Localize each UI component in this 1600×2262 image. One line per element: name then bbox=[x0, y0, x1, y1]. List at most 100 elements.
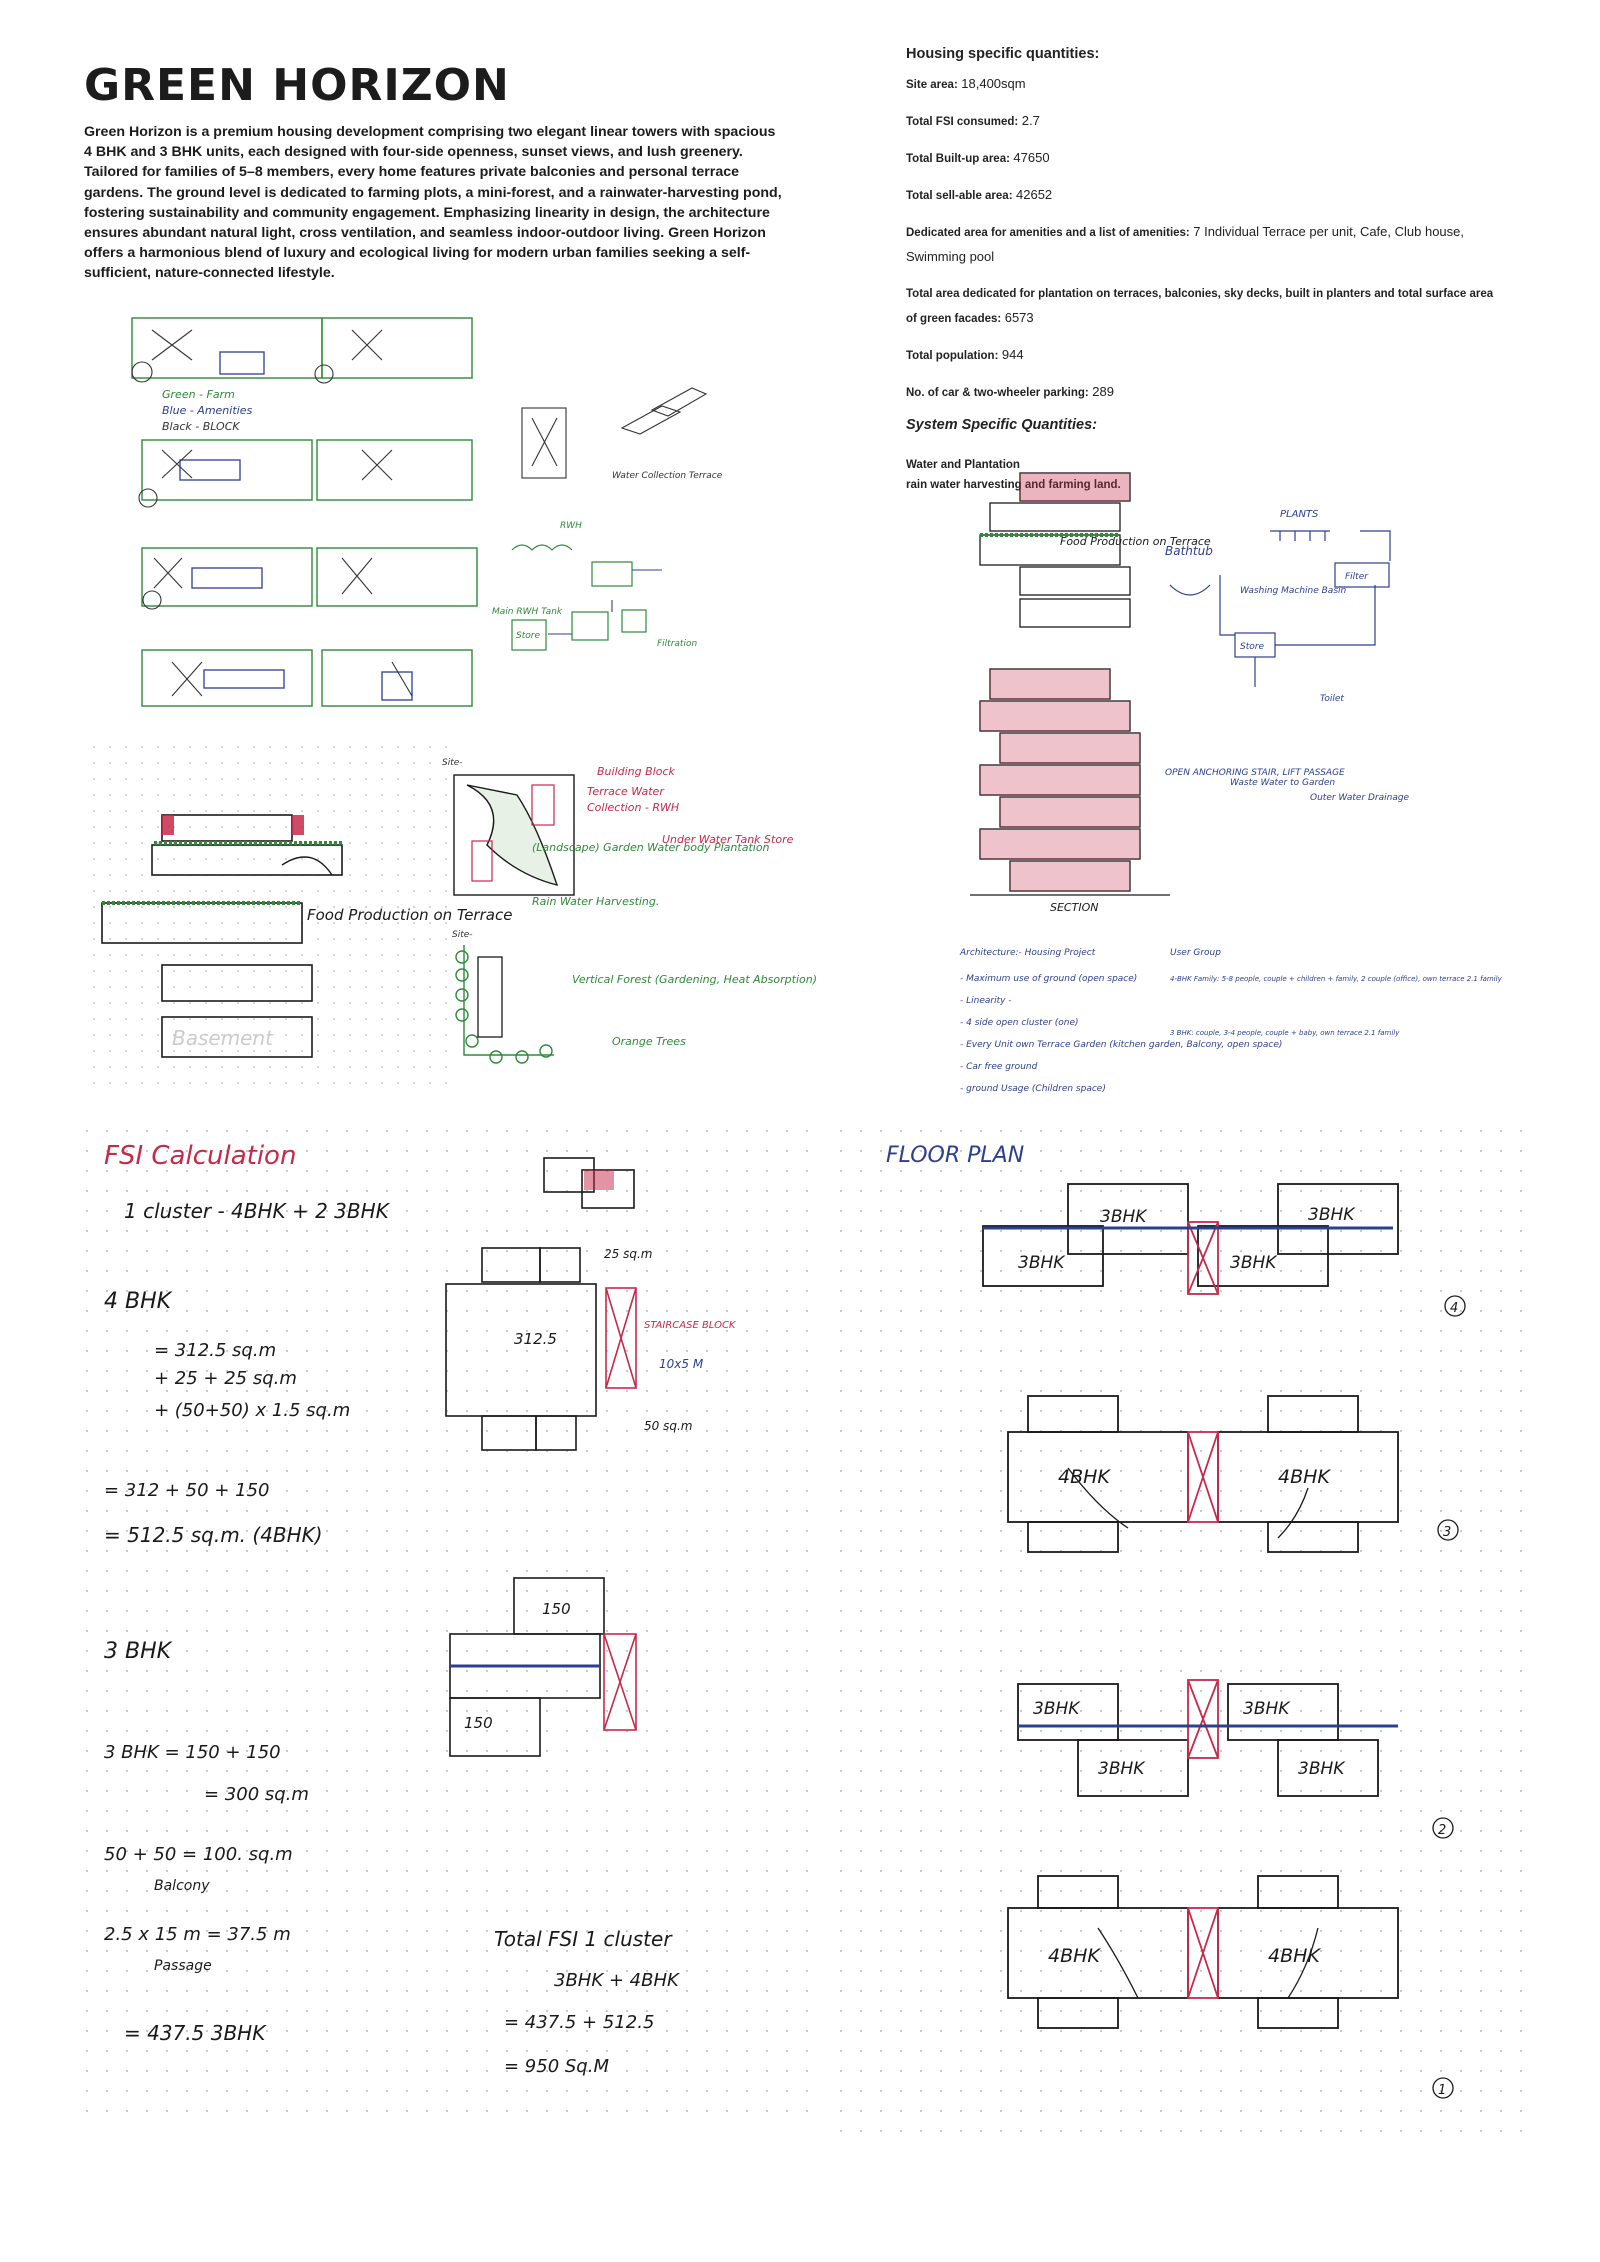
svg-text:4 BHK: 4 BHK bbox=[104, 1289, 173, 1314]
svg-text:Outer Water Drainage: Outer Water Drainage bbox=[1310, 793, 1410, 803]
svg-text:4BHK: 4BHK bbox=[1268, 1945, 1321, 1967]
svg-text:Under Water Tank Store: Under Water Tank Store bbox=[662, 833, 794, 846]
qty-sellable: Total sell-able area: 42652 bbox=[906, 187, 1053, 202]
svg-text:Passage: Passage bbox=[154, 1958, 212, 1974]
page-title: GREEN HORIZON bbox=[84, 60, 510, 111]
svg-text:4BHK: 4BHK bbox=[1278, 1466, 1331, 1488]
svg-text:= 312 + 50 + 150: = 312 + 50 + 150 bbox=[104, 1480, 269, 1501]
svg-text:- Linearity -: - Linearity - bbox=[960, 996, 1012, 1006]
svg-text:= 312.5 sq.m: = 312.5 sq.m bbox=[154, 1340, 276, 1361]
svg-text:- Every Unit own Terrace Garde: - Every Unit own Terrace Garden (kitchen… bbox=[960, 1040, 1282, 1050]
svg-text:2: 2 bbox=[1438, 1823, 1446, 1838]
svg-text:1 cluster - 4BHK + 2 3BHK: 1 cluster - 4BHK + 2 3BHK bbox=[124, 1199, 391, 1223]
svg-text:3BHK: 3BHK bbox=[1243, 1699, 1291, 1719]
svg-text:- 4 side open cluster (one): - 4 side open cluster (one) bbox=[960, 1018, 1079, 1028]
svg-text:4BHK: 4BHK bbox=[1058, 1466, 1111, 1488]
svg-text:Bathtub: Bathtub bbox=[1165, 544, 1213, 558]
svg-text:Building Block: Building Block bbox=[597, 765, 676, 778]
svg-text:+ (50+50) x 1.5 sq.m: + (50+50) x 1.5 sq.m bbox=[154, 1400, 350, 1421]
svg-text:25 sq.m: 25 sq.m bbox=[604, 1247, 652, 1261]
qty-fsi: Total FSI consumed: 2.7 bbox=[906, 113, 1040, 128]
svg-text:Vertical Forest (Gardening, He: Vertical Forest (Gardening, Heat Absorpt… bbox=[572, 973, 817, 986]
qty-site-area: Site area: 18,400sqm bbox=[906, 76, 1026, 91]
svg-text:50 sq.m: 50 sq.m bbox=[644, 1419, 692, 1433]
svg-text:Collection - RWH: Collection - RWH bbox=[587, 801, 679, 814]
svg-text:Black - BLOCK: Black - BLOCK bbox=[162, 420, 240, 433]
svg-text:Water Collection Terrace: Water Collection Terrace bbox=[612, 471, 723, 481]
fsi-calculation-sheet: FSI Calculation 1 cluster - 4BHK + 2 3BH… bbox=[84, 1128, 814, 2128]
svg-text:3BHK: 3BHK bbox=[1298, 1759, 1346, 1779]
svg-text:3 BHK = 150 + 150: 3 BHK = 150 + 150 bbox=[104, 1742, 281, 1763]
svg-text:Blue - Amenities: Blue - Amenities bbox=[162, 404, 252, 417]
svg-text:2.5 x 15 m = 37.5 m: 2.5 x 15 m = 37.5 m bbox=[104, 1924, 291, 1945]
svg-text:= 950 Sq.M: = 950 Sq.M bbox=[504, 2056, 609, 2077]
svg-text:3 BHK: 3 BHK bbox=[104, 1639, 173, 1664]
svg-text:3BHK: 3BHK bbox=[1033, 1699, 1081, 1719]
svg-text:3BHK + 4BHK: 3BHK + 4BHK bbox=[554, 1970, 680, 1991]
qty-amenities: Dedicated area for amenities and a list … bbox=[906, 224, 1465, 264]
svg-text:RWH: RWH bbox=[560, 521, 582, 531]
svg-text:4-BHK Family: 5-8 people, coup: 4-BHK Family: 5-8 people, couple + child… bbox=[1170, 975, 1503, 983]
quantities-panel: Housing specific quantities: Site area: … bbox=[906, 46, 1506, 499]
svg-text:3BHK: 3BHK bbox=[1230, 1253, 1278, 1273]
intro-paragraph: Green Horizon is a premium housing devel… bbox=[84, 124, 782, 282]
sketch-site-layouts: Green - Farm Blue - Amenities Black - BL… bbox=[92, 300, 732, 730]
svg-text:= 300 sq.m: = 300 sq.m bbox=[204, 1784, 309, 1805]
site-layouts-drawing: Green - Farm Blue - Amenities Black - BL… bbox=[131, 317, 723, 707]
svg-text:Food Production on Terrace: Food Production on Terrace bbox=[307, 906, 512, 924]
svg-text:1: 1 bbox=[1438, 2083, 1446, 2098]
svg-text:OPEN ANCHORING STAIR, LIFT PAS: OPEN ANCHORING STAIR, LIFT PASSAGE bbox=[1165, 768, 1345, 778]
water-text: rain water harvesting and farming land. bbox=[906, 479, 1121, 491]
svg-text:FSI Calculation: FSI Calculation bbox=[104, 1141, 296, 1171]
qty-builtup: Total Built-up area: 47650 bbox=[906, 150, 1050, 165]
svg-text:- ground Usage (Children space: - ground Usage (Children space) bbox=[960, 1084, 1106, 1094]
svg-text:Orange Trees: Orange Trees bbox=[612, 1035, 686, 1048]
svg-text:4: 4 bbox=[1450, 1301, 1458, 1316]
floor-plan-drawing: FLOOR PLAN bbox=[838, 1128, 1528, 2148]
svg-text:= 437.5 3BHK: = 437.5 3BHK bbox=[124, 2021, 267, 2045]
svg-text:Store: Store bbox=[1240, 642, 1264, 652]
floor-plan-sheet: FLOOR PLAN bbox=[838, 1128, 1528, 2148]
system-heading: System Specific Quantities: bbox=[906, 417, 1097, 433]
svg-text:= 437.5 + 512.5: = 437.5 + 512.5 bbox=[504, 2012, 654, 2033]
section-notes-drawing: Food Production on Terrace SECTION Batht… bbox=[959, 472, 1503, 1094]
svg-text:STAIRCASE BLOCK: STAIRCASE BLOCK bbox=[644, 1320, 737, 1331]
svg-text:150: 150 bbox=[464, 1714, 493, 1732]
svg-text:Site-: Site- bbox=[442, 758, 463, 768]
svg-text:Basement: Basement bbox=[172, 1026, 274, 1050]
svg-text:Balcony: Balcony bbox=[154, 1878, 210, 1894]
svg-text:Architecture:- Housing Projec: Architecture:- Housing Project bbox=[959, 948, 1096, 958]
quantities-heading: Housing specific quantities: bbox=[906, 46, 1100, 62]
svg-text:(Landscape) Garden Water body: (Landscape) Garden Water body Plantation bbox=[532, 841, 770, 854]
svg-text:3BHK: 3BHK bbox=[1018, 1253, 1066, 1273]
svg-text:Food Production on Terrace: Food Production on Terrace bbox=[1060, 535, 1211, 548]
svg-text:User Group: User Group bbox=[1170, 948, 1221, 958]
qty-plantation: Total area dedicated for plantation on t… bbox=[906, 288, 1494, 325]
svg-text:Waste Water to Garden: Waste Water to Garden bbox=[1230, 778, 1335, 788]
sketch-section-concept: Food Production on Terrace Basement Site… bbox=[92, 745, 817, 1085]
svg-text:3BHK: 3BHK bbox=[1098, 1759, 1146, 1779]
svg-text:Main RWH Tank: Main RWH Tank bbox=[492, 607, 563, 617]
svg-text:Terrace Water: Terrace Water bbox=[587, 785, 665, 798]
svg-text:Toilet: Toilet bbox=[1320, 694, 1344, 704]
svg-text:Total FSI 1 cluster: Total FSI 1 cluster bbox=[494, 1927, 673, 1951]
sketch-section-notes: Food Production on Terrace SECTION Batht… bbox=[940, 455, 1503, 1115]
qty-parking: No. of car & two-wheeler parking: 289 bbox=[906, 384, 1114, 399]
svg-text:PLANTS: PLANTS bbox=[1280, 509, 1319, 520]
svg-text:Green - Farm: Green - Farm bbox=[162, 388, 235, 401]
svg-text:+ 25 + 25 sq.m: + 25 + 25 sq.m bbox=[154, 1368, 297, 1389]
svg-text:FLOOR PLAN: FLOOR PLAN bbox=[886, 1143, 1024, 1168]
svg-text:Rain Water Harvesting.: Rain Water Harvesting. bbox=[532, 895, 659, 908]
svg-text:3 BHK: couple, 3-4 people, cou: 3 BHK: couple, 3-4 people, couple + baby… bbox=[1170, 1029, 1400, 1037]
svg-text:Washing Machine Basin: Washing Machine Basin bbox=[1240, 586, 1347, 596]
svg-text:Site-: Site- bbox=[452, 930, 473, 940]
svg-text:Filtration: Filtration bbox=[657, 639, 697, 649]
section-concept-drawing: Food Production on Terrace Basement Site… bbox=[92, 745, 817, 1085]
svg-text:Filter: Filter bbox=[1345, 572, 1369, 582]
qty-population: Total population: 944 bbox=[906, 347, 1024, 362]
svg-text:SECTION: SECTION bbox=[1050, 901, 1098, 914]
svg-text:3BHK: 3BHK bbox=[1308, 1205, 1356, 1225]
water-heading: Water and Plantation bbox=[906, 459, 1020, 471]
fsi-drawing: FSI Calculation 1 cluster - 4BHK + 2 3BH… bbox=[84, 1128, 814, 2128]
svg-text:312.5: 312.5 bbox=[514, 1330, 557, 1348]
